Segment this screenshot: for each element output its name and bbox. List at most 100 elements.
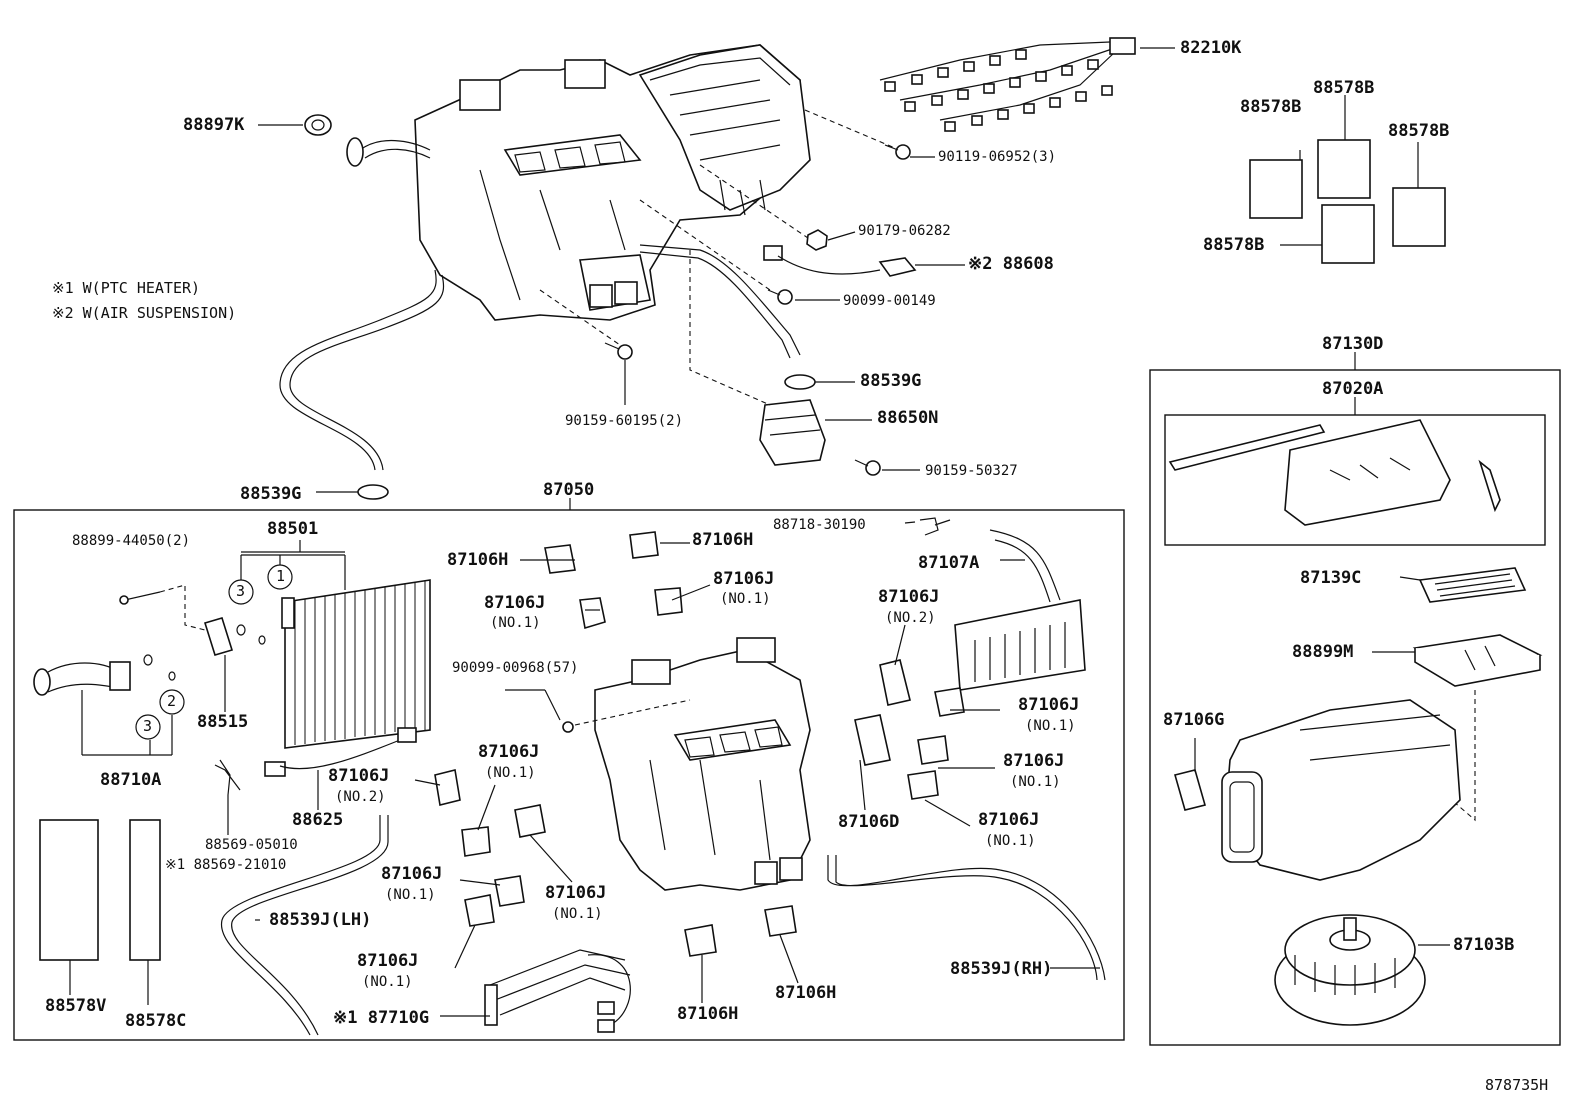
label-90119-06952: 90119-06952(3) [938, 149, 1057, 165]
blower-motor-87103B [1274, 914, 1450, 1026]
ref-circle-1: 1 [276, 567, 286, 585]
label-87050: 87050 [543, 480, 595, 500]
clip-88718-30190 [919, 517, 951, 536]
bolt-90099-00149 [767, 289, 793, 305]
pipe-88710A [33, 661, 173, 756]
note-ptc-heater: ※1 W(PTC HEATER) [52, 279, 201, 297]
label-88625: 88625 [292, 810, 344, 830]
screw-90099-00968 [562, 699, 691, 733]
label-87106J-f: 87106J [328, 766, 390, 786]
label-87106J-g: 87106J [1003, 751, 1065, 771]
label-88501: 88501 [267, 519, 319, 539]
note-air-suspension: ※2 W(AIR SUSPENSION) [52, 304, 237, 322]
label-87106J-d-sub: (NO.1) [1025, 718, 1076, 734]
label-90159-60195: 90159-60195(2) [565, 413, 684, 429]
filter-87139C [1418, 567, 1527, 603]
label-87106J-g-sub: (NO.1) [1010, 774, 1061, 790]
label-88718-30190: 88718-30190 [773, 517, 866, 533]
leader-lines [255, 521, 1100, 1017]
lower-hvac-unit [594, 637, 811, 891]
label-90179-06282: 90179-06282 [858, 223, 951, 239]
blower-case-87020A [1168, 419, 1501, 526]
label-88578C: 88578C [125, 1011, 187, 1031]
label-82210K: 82210K [1180, 38, 1242, 58]
box-87050 [13, 509, 1125, 1041]
label-87106J-j: 87106J [545, 883, 607, 903]
wire-harness-82210K [879, 37, 1136, 132]
label-87106D: 87106D [838, 812, 900, 832]
label-88539J-LH: 88539J(LH) [269, 910, 372, 930]
label-90099-00968: 90099-00968(57) [452, 660, 579, 676]
label-88539G-lower: 88539G [240, 484, 302, 504]
label-87106J-a: 87106J [713, 569, 775, 589]
label-88569-21010: ※1 88569-21010 [165, 857, 287, 873]
hose-88539J-LH [221, 815, 389, 1036]
upper-hvac-unit [279, 44, 811, 471]
label-87103B: 87103B [1453, 935, 1515, 955]
filter-88578C [129, 819, 161, 961]
label-87106J-c: 87106J [878, 587, 940, 607]
bolt-90159-60195 [604, 342, 633, 360]
label-87106J-b-sub: (NO.1) [490, 615, 541, 631]
grommet-88897K [304, 114, 332, 136]
label-87106H-1: 87106H [447, 550, 509, 570]
filter-88578V [39, 819, 99, 961]
label-87106J-b: 87106J [484, 593, 546, 613]
ptc-heater-87710G [484, 949, 631, 1033]
evaporator-88501 [281, 579, 431, 749]
label-87020A: 87020A [1322, 379, 1384, 399]
label-87130D: 87130D [1322, 334, 1384, 354]
label-90099-00149: 90099-00149 [843, 293, 936, 309]
bolt-88899-44050 [119, 584, 206, 631]
label-88710A: 88710A [100, 770, 162, 790]
filter-cover-88899M [1412, 634, 1543, 822]
grommet-88539G-upper [784, 374, 816, 390]
label-87106J-i: 87106J [381, 864, 443, 884]
hose-88539J-RH [827, 855, 1106, 981]
label-87106J-e: 87106J [478, 742, 540, 762]
ref-circles [135, 564, 293, 740]
heater-core-87107A [954, 529, 1086, 691]
module-88650N [759, 399, 826, 466]
label-87106J-e-sub: (NO.1) [485, 765, 536, 781]
nut-90179 [806, 229, 828, 251]
label-88578B-3: 88578B [1388, 121, 1450, 141]
label-87106J-i-sub: (NO.1) [385, 887, 436, 903]
label-87106J-h-sub: (NO.1) [985, 833, 1036, 849]
label-87106G: 87106G [1163, 710, 1225, 730]
label-88608: ※2 88608 [968, 254, 1054, 274]
label-87107A: 87107A [918, 553, 980, 573]
label-88539G-upper: 88539G [860, 371, 922, 391]
label-87106J-k: 87106J [357, 951, 419, 971]
label-88578V: 88578V [45, 996, 107, 1016]
label-88897K: 88897K [183, 115, 245, 135]
label-88515: 88515 [197, 712, 249, 732]
label-88899-44050: 88899-44050(2) [72, 533, 191, 549]
label-88650N: 88650N [877, 408, 939, 428]
sensor-88569 [214, 759, 241, 835]
label-87106H-2: 87106H [692, 530, 754, 550]
label-87106J-a-sub: (NO.1) [720, 591, 771, 607]
label-88578B-2: 88578B [1313, 78, 1375, 98]
label-87710G: ※1 87710G [333, 1008, 430, 1028]
grommet-88539G-lower [357, 484, 389, 500]
label-88578B-1: 88578B [1240, 97, 1302, 117]
label-88899M: 88899M [1292, 642, 1354, 662]
label-87106H-3: 87106H [775, 983, 837, 1003]
label-87139C: 87139C [1300, 568, 1362, 588]
filters-88578B [1249, 139, 1446, 264]
label-87106J-k-sub: (NO.1) [362, 974, 413, 990]
actuator-87106G [1174, 738, 1206, 811]
label-87106J-c-sub: (NO.2) [885, 610, 936, 626]
ref-circle-3a: 3 [236, 582, 246, 600]
bolt-90119 [884, 144, 911, 160]
actuators [434, 531, 965, 957]
label-88539J-RH: 88539J(RH) [950, 959, 1053, 979]
label-87106H-4: 87106H [677, 1004, 739, 1024]
blower-unit [1221, 699, 1461, 881]
harness-88625 [264, 727, 417, 810]
label-88578B-4: 88578B [1203, 235, 1265, 255]
label-90159-50327: 90159-50327 [925, 463, 1018, 479]
